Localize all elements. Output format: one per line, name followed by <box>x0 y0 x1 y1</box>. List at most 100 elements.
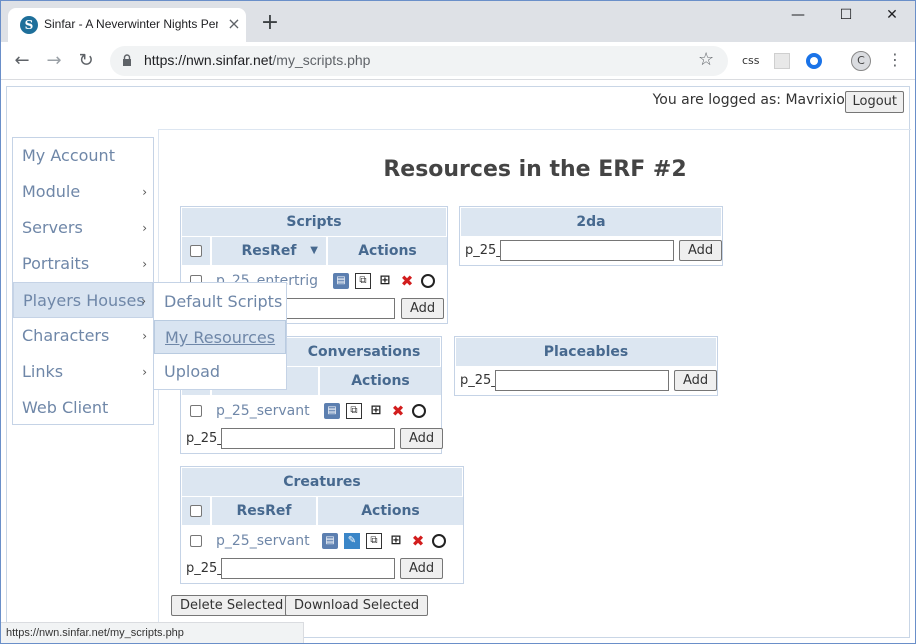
sidebar-item-web-client[interactable]: Web Client <box>22 398 109 417</box>
select-all-header <box>182 497 210 525</box>
players-houses-submenu: Default Scripts My Resources Upload <box>153 282 287 390</box>
add-conversation-button[interactable]: Add <box>400 428 444 449</box>
submenu-item-upload[interactable]: Upload <box>164 362 221 381</box>
select-all-header <box>182 237 210 265</box>
rename-icon[interactable]: ⊞ <box>370 402 382 418</box>
grid-extension-icon[interactable] <box>774 53 790 69</box>
creatures-panel: Creatures ResRef Actions p_25_servant ▤ ✎… <box>180 466 464 584</box>
sidebar-item-servers[interactable]: Servers› <box>13 210 153 246</box>
rename-icon[interactable]: ⊞ <box>379 272 391 288</box>
history-icon[interactable] <box>421 273 435 288</box>
new-conversation-input[interactable] <box>221 428 395 449</box>
sinfar-favicon-icon: S <box>20 16 38 34</box>
resref-column-header[interactable]: ResRef <box>212 497 316 525</box>
sidebar-item-characters[interactable]: Characters› <box>13 318 153 354</box>
copy-icon[interactable]: ⧉ <box>366 532 382 549</box>
minimize-button[interactable]: — <box>791 7 805 23</box>
delete-icon[interactable]: ✖ <box>391 401 405 420</box>
panel-title: Scripts <box>182 208 446 236</box>
rename-icon[interactable]: ⊞ <box>390 532 402 548</box>
row-select <box>182 527 210 555</box>
browser-menu-icon[interactable]: ⋮ <box>887 50 903 69</box>
row-checkbox[interactable] <box>190 535 202 547</box>
resref-prefix: p_25_ <box>186 561 224 576</box>
divider <box>159 129 911 130</box>
address-bar[interactable]: https://nwn.sinfar.net/my_scripts.php ☆ <box>110 46 728 76</box>
panel-title: Creatures <box>182 468 462 496</box>
copy-icon[interactable]: ⧉ <box>355 272 371 289</box>
reload-icon[interactable]: ↻ <box>78 50 94 71</box>
panel-title: 2da <box>461 208 721 236</box>
sidebar-menu: My Account Module› Servers› Portraits› P… <box>12 137 154 425</box>
placeables-panel: Placeables p_25_ Add <box>454 336 718 396</box>
logout-button[interactable]: Logout <box>845 91 904 113</box>
tab-strip: S Sinfar - A Neverwinter Nights Per × + … <box>0 0 916 42</box>
chevron-right-icon: › <box>142 257 147 271</box>
sidebar-item-players-houses[interactable]: Players Houses› <box>13 282 153 318</box>
add-creature-button[interactable]: Add <box>400 558 444 579</box>
chevron-right-icon: › <box>142 329 147 343</box>
resref-column-header[interactable]: ResRef▼ <box>212 237 326 265</box>
browser-tab[interactable]: S Sinfar - A Neverwinter Nights Per × <box>8 8 246 42</box>
select-all-checkbox[interactable] <box>190 245 202 257</box>
add-script-button[interactable]: Add <box>401 298 445 319</box>
2da-panel: 2da p_25_ Add <box>459 206 723 266</box>
history-icon[interactable] <box>432 533 446 548</box>
download-selected-button[interactable]: Download Selected <box>285 595 429 616</box>
chevron-right-icon: › <box>142 365 147 379</box>
chevron-right-icon: › <box>142 185 147 199</box>
new-creature-input[interactable] <box>221 558 395 579</box>
profile-avatar[interactable]: C <box>851 51 871 71</box>
sidebar-item-portraits[interactable]: Portraits› <box>13 246 153 282</box>
login-status: You are logged as: Mavrixio. <box>652 92 849 108</box>
save-icon[interactable]: ▤ <box>324 402 340 419</box>
actions-column-header: Actions <box>320 367 441 395</box>
forward-arrow-icon[interactable]: → <box>46 50 62 71</box>
row-actions: ▤ ⧉ ⊞ ✖ <box>333 267 441 295</box>
maximize-button[interactable]: ☐ <box>839 7 853 23</box>
conversation-resref-link[interactable]: p_25_servant <box>216 403 310 419</box>
new-2da-input[interactable] <box>500 240 674 261</box>
circle-extension-icon[interactable] <box>806 53 822 69</box>
new-placeable-input[interactable] <box>495 370 669 391</box>
new-tab-button[interactable]: + <box>260 10 280 35</box>
sidebar-item-module[interactable]: Module› <box>13 174 153 210</box>
close-window-button[interactable]: ✕ <box>886 7 898 23</box>
save-icon[interactable]: ▤ <box>333 272 349 289</box>
sidebar-item-my-account[interactable]: My Account <box>22 146 115 165</box>
tab-title: Sinfar - A Neverwinter Nights Per <box>44 17 218 31</box>
chevron-right-icon: › <box>142 221 147 235</box>
resref-prefix: p_25_ <box>465 243 503 258</box>
css-extension-icon[interactable]: css <box>742 54 760 67</box>
panel-title: Placeables <box>456 338 716 366</box>
sort-arrow-icon: ▼ <box>310 245 318 256</box>
sidebar-item-links[interactable]: Links› <box>13 354 153 390</box>
copy-icon[interactable]: ⧉ <box>346 402 362 419</box>
row-select <box>182 397 210 425</box>
select-all-checkbox[interactable] <box>190 505 202 517</box>
page-title: Resources in the ERF #2 <box>383 157 687 182</box>
history-icon[interactable] <box>412 403 426 418</box>
url-text: https://nwn.sinfar.net/my_scripts.php <box>144 52 371 68</box>
submenu-item-my-resources[interactable]: My Resources <box>154 320 286 354</box>
row-actions: ▤ ⧉ ⊞ ✖ <box>324 397 432 425</box>
delete-selected-button[interactable]: Delete Selected <box>171 595 293 616</box>
lock-icon <box>123 54 131 66</box>
creature-resref-link[interactable]: p_25_servant <box>216 533 310 549</box>
add-placeable-button[interactable]: Add <box>674 370 718 391</box>
save-icon[interactable]: ▤ <box>322 532 338 549</box>
submenu-item-default-scripts[interactable]: Default Scripts <box>164 292 283 311</box>
row-checkbox[interactable] <box>190 405 202 417</box>
browser-toolbar: ← → ↻ https://nwn.sinfar.net/my_scripts.… <box>0 42 916 80</box>
actions-column-header: Actions <box>328 237 447 265</box>
bookmark-star-icon[interactable]: ☆ <box>698 49 715 70</box>
back-arrow-icon[interactable]: ← <box>14 50 30 71</box>
delete-icon[interactable]: ✖ <box>411 531 425 550</box>
page-content: You are logged as: Mavrixio. Logout My A… <box>6 86 911 639</box>
delete-icon[interactable]: ✖ <box>400 271 414 290</box>
edit-icon[interactable]: ✎ <box>344 532 360 549</box>
add-2da-button[interactable]: Add <box>679 240 723 261</box>
tab-close-icon[interactable]: × <box>227 14 241 33</box>
actions-column-header: Actions <box>318 497 463 525</box>
chevron-right-icon: › <box>141 294 146 308</box>
